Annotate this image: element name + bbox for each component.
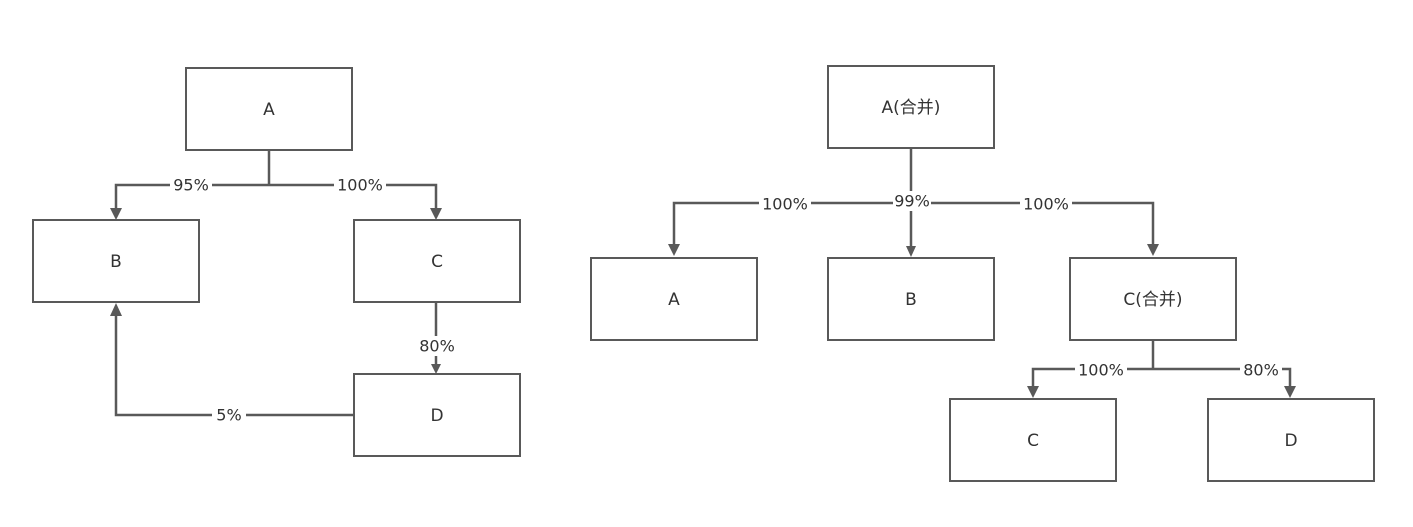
node-right-c-merged[interactable]: C(合并) bbox=[1069, 257, 1237, 341]
edge-left-d-to-b bbox=[114, 314, 354, 417]
node-right-b[interactable]: B bbox=[827, 257, 995, 341]
svg-text:B: B bbox=[905, 290, 917, 310]
edge-label-left-a-to-b: 95% bbox=[170, 175, 212, 195]
edge-label-left-a-to-c: 100% bbox=[334, 175, 386, 195]
arrowhead-left-b bbox=[110, 208, 122, 220]
edge-label-right-cm-to-d: 80% bbox=[1240, 360, 1282, 380]
edge-right-am-to-cm bbox=[911, 201, 1155, 246]
arrowhead-right-a bbox=[668, 244, 680, 256]
svg-text:80%: 80% bbox=[1243, 361, 1279, 380]
edge-right-cm-to-d bbox=[1153, 367, 1292, 388]
svg-text:D: D bbox=[430, 406, 443, 426]
edge-left-a-to-b bbox=[114, 183, 269, 210]
edge-label-left-d-to-b: 5% bbox=[212, 405, 246, 425]
svg-text:C: C bbox=[1027, 431, 1039, 451]
svg-text:B: B bbox=[110, 252, 122, 272]
edge-left-a-to-c bbox=[269, 183, 438, 210]
edge-right-am-to-a bbox=[672, 201, 911, 246]
arrowhead-right-cm bbox=[1147, 244, 1159, 256]
arrowhead-left-c bbox=[430, 208, 442, 220]
svg-text:C(合并): C(合并) bbox=[1123, 290, 1182, 310]
arrowhead-left-d bbox=[431, 364, 441, 374]
svg-text:D: D bbox=[1284, 431, 1297, 451]
node-left-c[interactable]: C bbox=[353, 219, 521, 303]
node-left-d[interactable]: D bbox=[353, 373, 521, 457]
svg-text:100%: 100% bbox=[1023, 195, 1069, 214]
svg-text:A: A bbox=[263, 100, 275, 120]
node-right-a-merged[interactable]: A(合并) bbox=[827, 65, 995, 149]
node-right-a[interactable]: A bbox=[590, 257, 758, 341]
svg-text:95%: 95% bbox=[173, 176, 209, 195]
svg-text:100%: 100% bbox=[337, 176, 383, 195]
arrowhead-right-c bbox=[1027, 386, 1039, 398]
node-left-b[interactable]: B bbox=[32, 219, 200, 303]
edge-label-left-c-to-d: 80% bbox=[415, 336, 459, 356]
node-left-a[interactable]: A bbox=[185, 67, 353, 151]
svg-text:100%: 100% bbox=[762, 195, 808, 214]
node-right-d[interactable]: D bbox=[1207, 398, 1375, 482]
node-right-c[interactable]: C bbox=[949, 398, 1117, 482]
left-diagram: 95% 100% 80% 5% A B C D bbox=[32, 67, 521, 457]
arrowhead-right-b bbox=[906, 246, 916, 257]
svg-text:A: A bbox=[668, 290, 680, 310]
svg-text:99%: 99% bbox=[894, 192, 930, 211]
svg-text:100%: 100% bbox=[1078, 361, 1124, 380]
right-diagram: 100% 99% 100% 100% 80% A(合并) A B bbox=[590, 65, 1375, 482]
arrowhead-left-b-up bbox=[110, 303, 122, 316]
edge-label-right-am-to-a: 100% bbox=[759, 194, 811, 214]
svg-text:A(合并): A(合并) bbox=[882, 98, 941, 118]
arrowhead-right-d bbox=[1284, 386, 1296, 398]
edge-label-right-am-to-cm: 100% bbox=[1020, 194, 1072, 214]
edge-label-right-cm-to-c: 100% bbox=[1075, 360, 1127, 380]
svg-text:C: C bbox=[431, 252, 443, 272]
svg-text:80%: 80% bbox=[419, 337, 455, 356]
edge-label-right-am-to-b: 99% bbox=[893, 191, 931, 211]
svg-text:5%: 5% bbox=[216, 406, 241, 425]
